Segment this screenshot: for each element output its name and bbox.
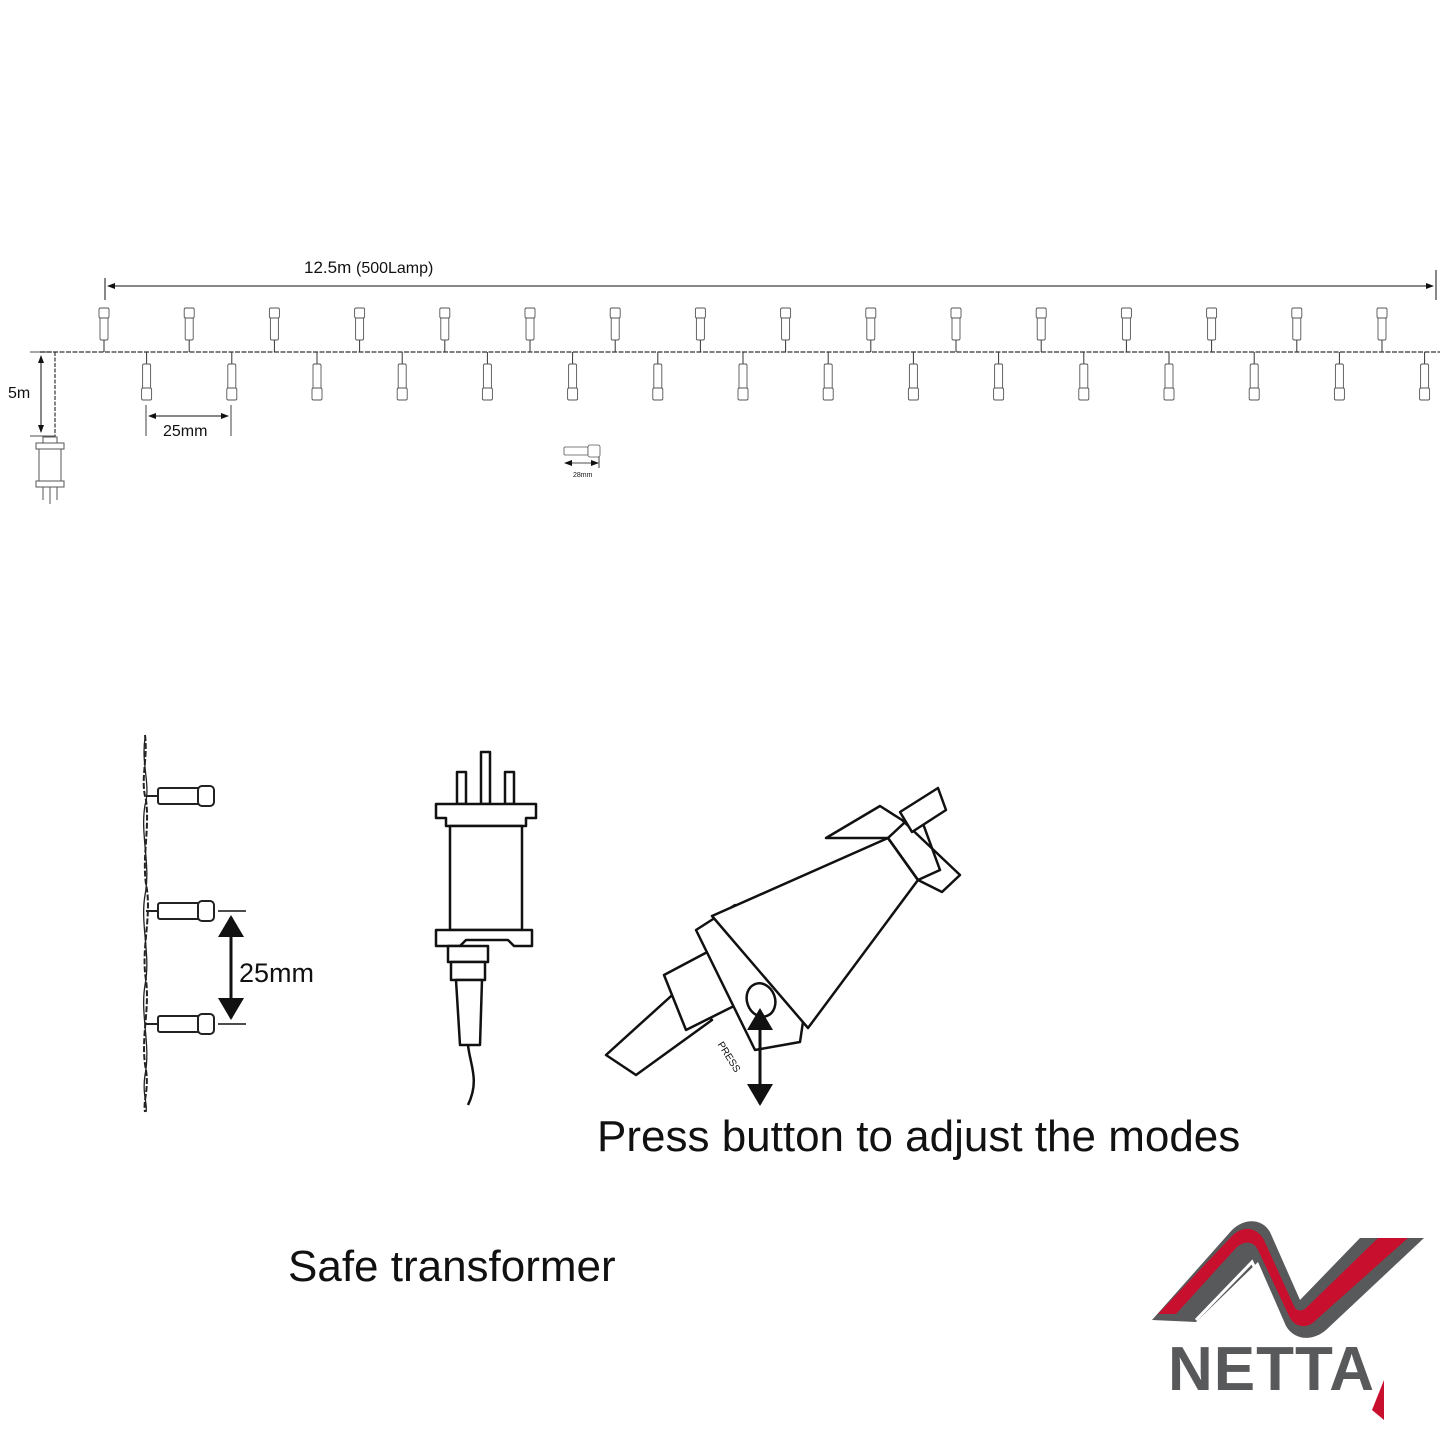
bulb-size-label: 28mm <box>573 472 593 479</box>
bulb-up <box>609 307 621 352</box>
bulb-spacing-dimension <box>145 405 232 436</box>
bulb-down <box>993 352 1005 401</box>
bulb-up <box>865 307 877 352</box>
bulb-up <box>1206 307 1218 352</box>
total-length-value: 12.5m <box>304 258 352 277</box>
bulb-down <box>481 352 493 401</box>
bulb-down <box>1248 352 1260 401</box>
bulb-up <box>183 307 195 352</box>
brand-name: NETTA <box>1168 1335 1376 1404</box>
bulb-down <box>907 352 919 401</box>
modes-caption: Press button to adjust the modes <box>597 1112 1241 1161</box>
drop-wire <box>30 351 56 440</box>
bulb-up <box>98 307 110 352</box>
total-length-label: 12.5m (500Lamp) <box>304 258 433 278</box>
transformer-caption: Safe transformer <box>288 1242 616 1291</box>
bulb-down <box>1163 352 1175 401</box>
transformer-plug-icon <box>434 750 538 1106</box>
netta-logo-mark <box>1152 1221 1424 1420</box>
bulb-up <box>354 307 366 352</box>
total-length-note: (500Lamp) <box>355 260 434 277</box>
bulb-down <box>311 352 323 401</box>
bulb-down <box>822 352 834 401</box>
bulb-up <box>439 307 451 352</box>
bulb-down <box>567 352 579 401</box>
bulb-down <box>737 352 749 401</box>
bulb-row <box>98 307 1431 401</box>
small-plug-icon <box>35 435 65 504</box>
drop-length-label: 5m <box>8 385 31 402</box>
bulb-down <box>652 352 664 401</box>
bulb-up <box>694 307 706 352</box>
bulb-up <box>524 307 536 352</box>
bulb-down <box>141 352 153 401</box>
bulb-up <box>1120 307 1132 352</box>
bulb-detail <box>142 734 246 1113</box>
single-bulb-icon <box>563 444 601 468</box>
bulb-up <box>780 307 792 352</box>
bulb-up <box>268 307 280 352</box>
bulb-down <box>1419 352 1431 401</box>
bulb-up <box>1291 307 1303 352</box>
bulb-down <box>1078 352 1090 401</box>
bulb-down <box>226 352 238 401</box>
bulb-down <box>396 352 408 401</box>
controller-icon <box>604 786 962 1106</box>
bulb-up <box>1035 307 1047 352</box>
bulb-down <box>1333 352 1345 401</box>
bulb-spacing-label: 25mm <box>163 423 208 440</box>
bulb-up <box>1376 307 1388 352</box>
total-length-dimension <box>104 270 1437 300</box>
bulb-up <box>950 307 962 352</box>
detail-spacing-label: 25mm <box>239 958 315 988</box>
